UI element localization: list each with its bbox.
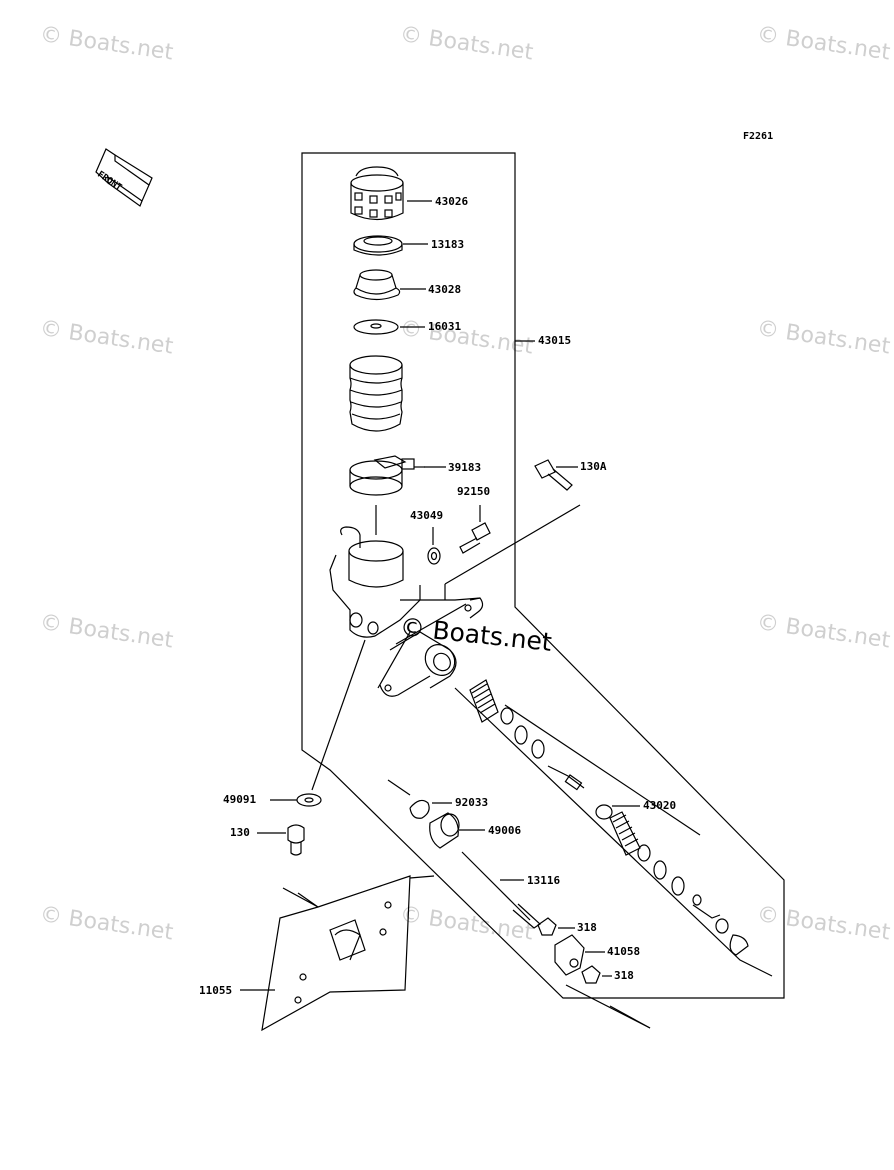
circlip-icon (387, 779, 452, 819)
diaphragm-icon (353, 269, 401, 301)
reservoir-cap-icon (350, 166, 404, 221)
float-washer-icon (353, 319, 399, 335)
washer-icon (427, 527, 441, 565)
part-label-130A: 130A (580, 460, 607, 473)
part-label-49091: 49091 (223, 793, 257, 806)
push-rod-icon (461, 851, 541, 929)
figure-code: F2261 (743, 131, 774, 142)
bolt-130-icon (257, 824, 305, 856)
piston-kit-icon (469, 679, 749, 956)
part-label-130: 130 (230, 826, 250, 839)
part-label-92033: 92033 (455, 796, 489, 809)
part-label-49006: 49006 (488, 824, 522, 837)
assembly-bracket-outline (301, 152, 785, 999)
part-label-43049: 43049 (410, 509, 444, 522)
part-label-43015: 43015 (538, 334, 572, 347)
front-arrow-icon (95, 148, 153, 207)
part-label-13116: 13116 (527, 874, 561, 887)
part-label-39183: 39183 (448, 461, 482, 474)
part-label-41058: 41058 (607, 945, 641, 958)
part-label-16031: 16031 (428, 320, 462, 333)
part-label-318b: 318 (614, 969, 634, 982)
part-label-318: 318 (577, 921, 597, 934)
diaphragm-plate-icon (353, 235, 403, 256)
part-label-11055: 11055 (199, 984, 233, 997)
washer-49091-icon (270, 639, 366, 807)
clevis-icon (554, 934, 605, 976)
part-label-13183: 13183 (431, 238, 465, 251)
part-label-92150: 92150 (457, 485, 491, 498)
banjo-bolt-icon (459, 505, 491, 554)
nut-318b-icon (565, 965, 651, 1029)
part-label-43028: 43028 (428, 283, 462, 296)
part-label-43020: 43020 (643, 799, 677, 812)
boot-icon (429, 812, 485, 849)
reservoir-icon (349, 355, 403, 432)
master-cylinder-body-icon (329, 526, 484, 697)
nut-318-icon (537, 917, 575, 936)
bolt-130a-icon (534, 459, 578, 491)
bracket-plate-icon (240, 875, 435, 1032)
hose-clamp-icon (349, 455, 425, 496)
part-label-43026: 43026 (435, 195, 469, 208)
